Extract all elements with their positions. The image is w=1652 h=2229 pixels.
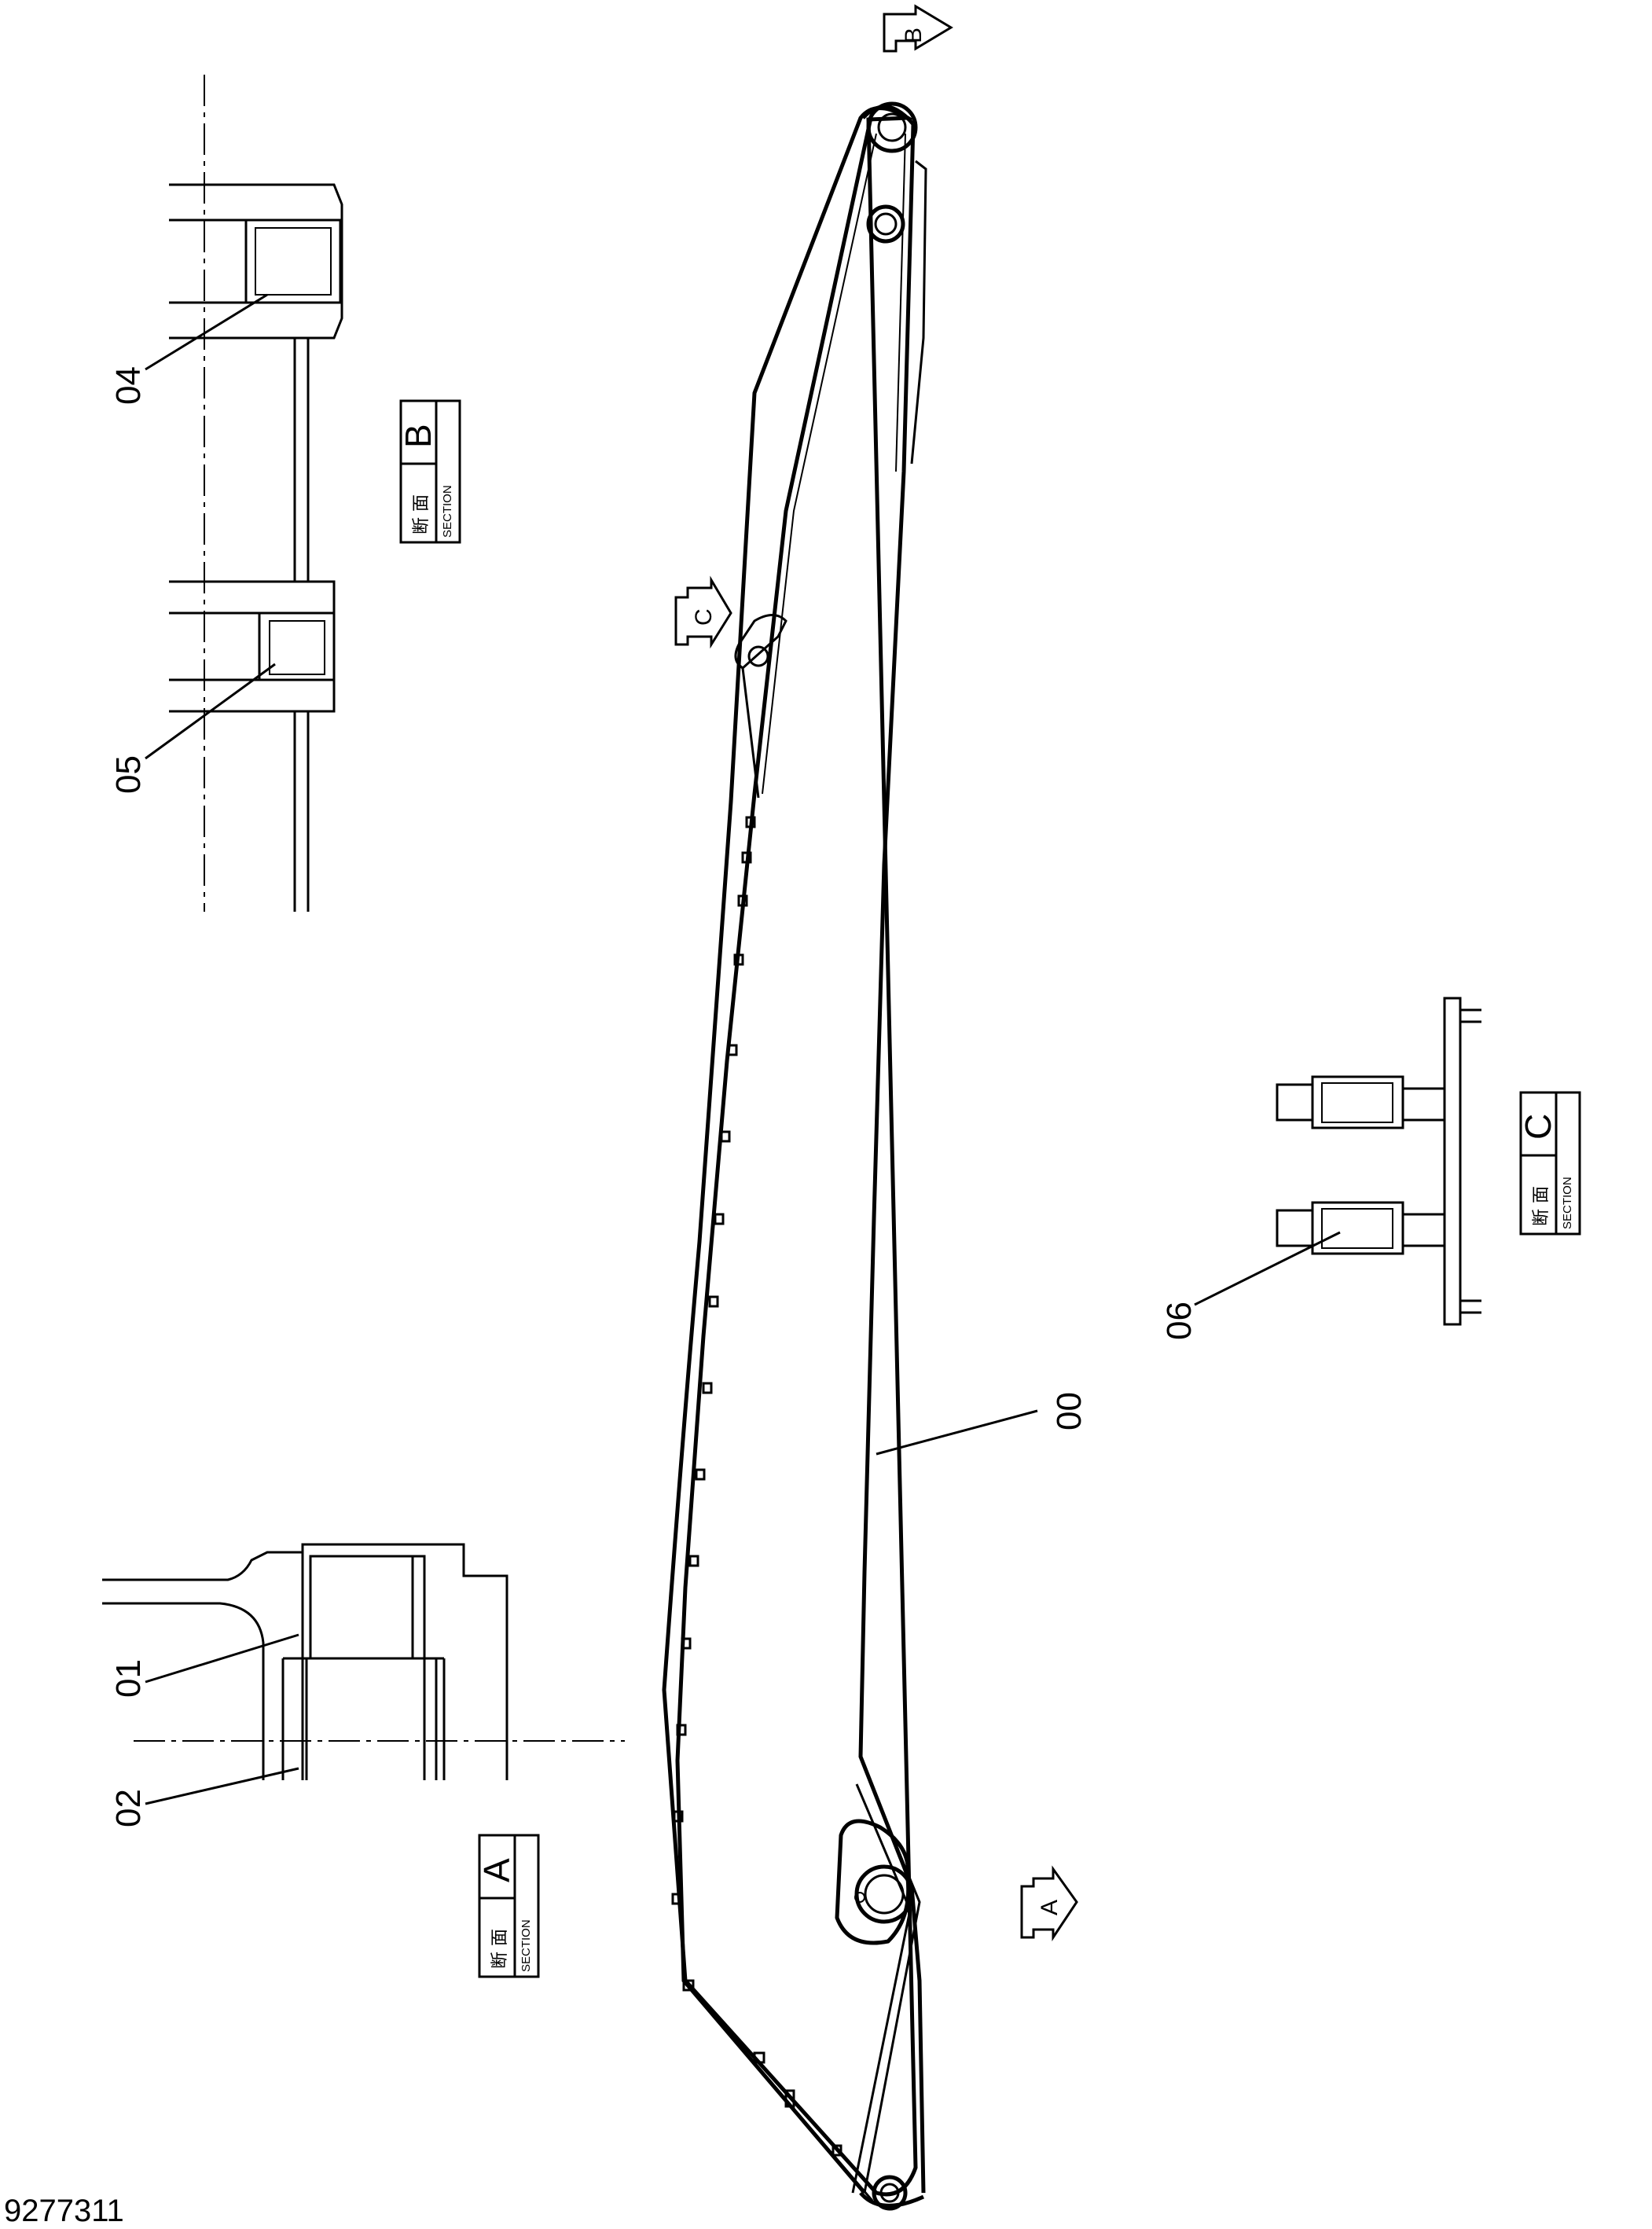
boom-arm — [662, 101, 927, 2211]
svg-text:B: B — [398, 424, 439, 448]
section-a-detail — [102, 1543, 625, 1805]
heel-pin-icon — [872, 2175, 908, 2211]
section-b-detail — [145, 75, 343, 912]
callout-06: 06 — [1160, 1302, 1199, 1340]
callout-01: 01 — [109, 1659, 148, 1698]
svg-text:A: A — [476, 1858, 517, 1882]
view-arrow-c-icon: C — [674, 575, 732, 649]
callout-05: 05 — [109, 755, 148, 794]
section-c-detail — [1194, 997, 1481, 1326]
svg-text:A: A — [1037, 1900, 1063, 1915]
svg-text:断 面: 断 面 — [412, 494, 431, 534]
svg-text:断 面: 断 面 — [490, 1929, 510, 1969]
section-box-b: 断 面 SECTION B — [398, 399, 461, 544]
svg-text:SECTION: SECTION — [1561, 1177, 1574, 1229]
svg-text:B: B — [901, 28, 927, 43]
tip-pin-2-icon — [866, 204, 905, 244]
section-box-c: 断 面 SECTION C — [1518, 1091, 1581, 1236]
svg-text:断 面: 断 面 — [1532, 1186, 1551, 1226]
tip-pin-icon — [866, 101, 918, 153]
drawing-number: 9277311 — [4, 2194, 124, 2228]
callout-00: 00 — [1050, 1392, 1088, 1430]
callout-02: 02 — [109, 1789, 148, 1827]
leader-00 — [876, 1409, 1038, 1456]
svg-text:SECTION: SECTION — [441, 485, 454, 538]
view-arrow-b-icon: B — [883, 4, 953, 53]
svg-text:C: C — [1518, 1114, 1558, 1140]
view-arrow-a-icon: A — [1020, 1865, 1078, 1941]
upper-edge-lugs — [671, 816, 843, 2157]
svg-text:C: C — [691, 608, 717, 626]
svg-text:SECTION: SECTION — [519, 1919, 533, 1972]
callout-04: 04 — [109, 366, 148, 405]
foot-pin-icon — [835, 1819, 914, 1945]
section-box-a: 断 面 SECTION A — [476, 1834, 540, 1978]
